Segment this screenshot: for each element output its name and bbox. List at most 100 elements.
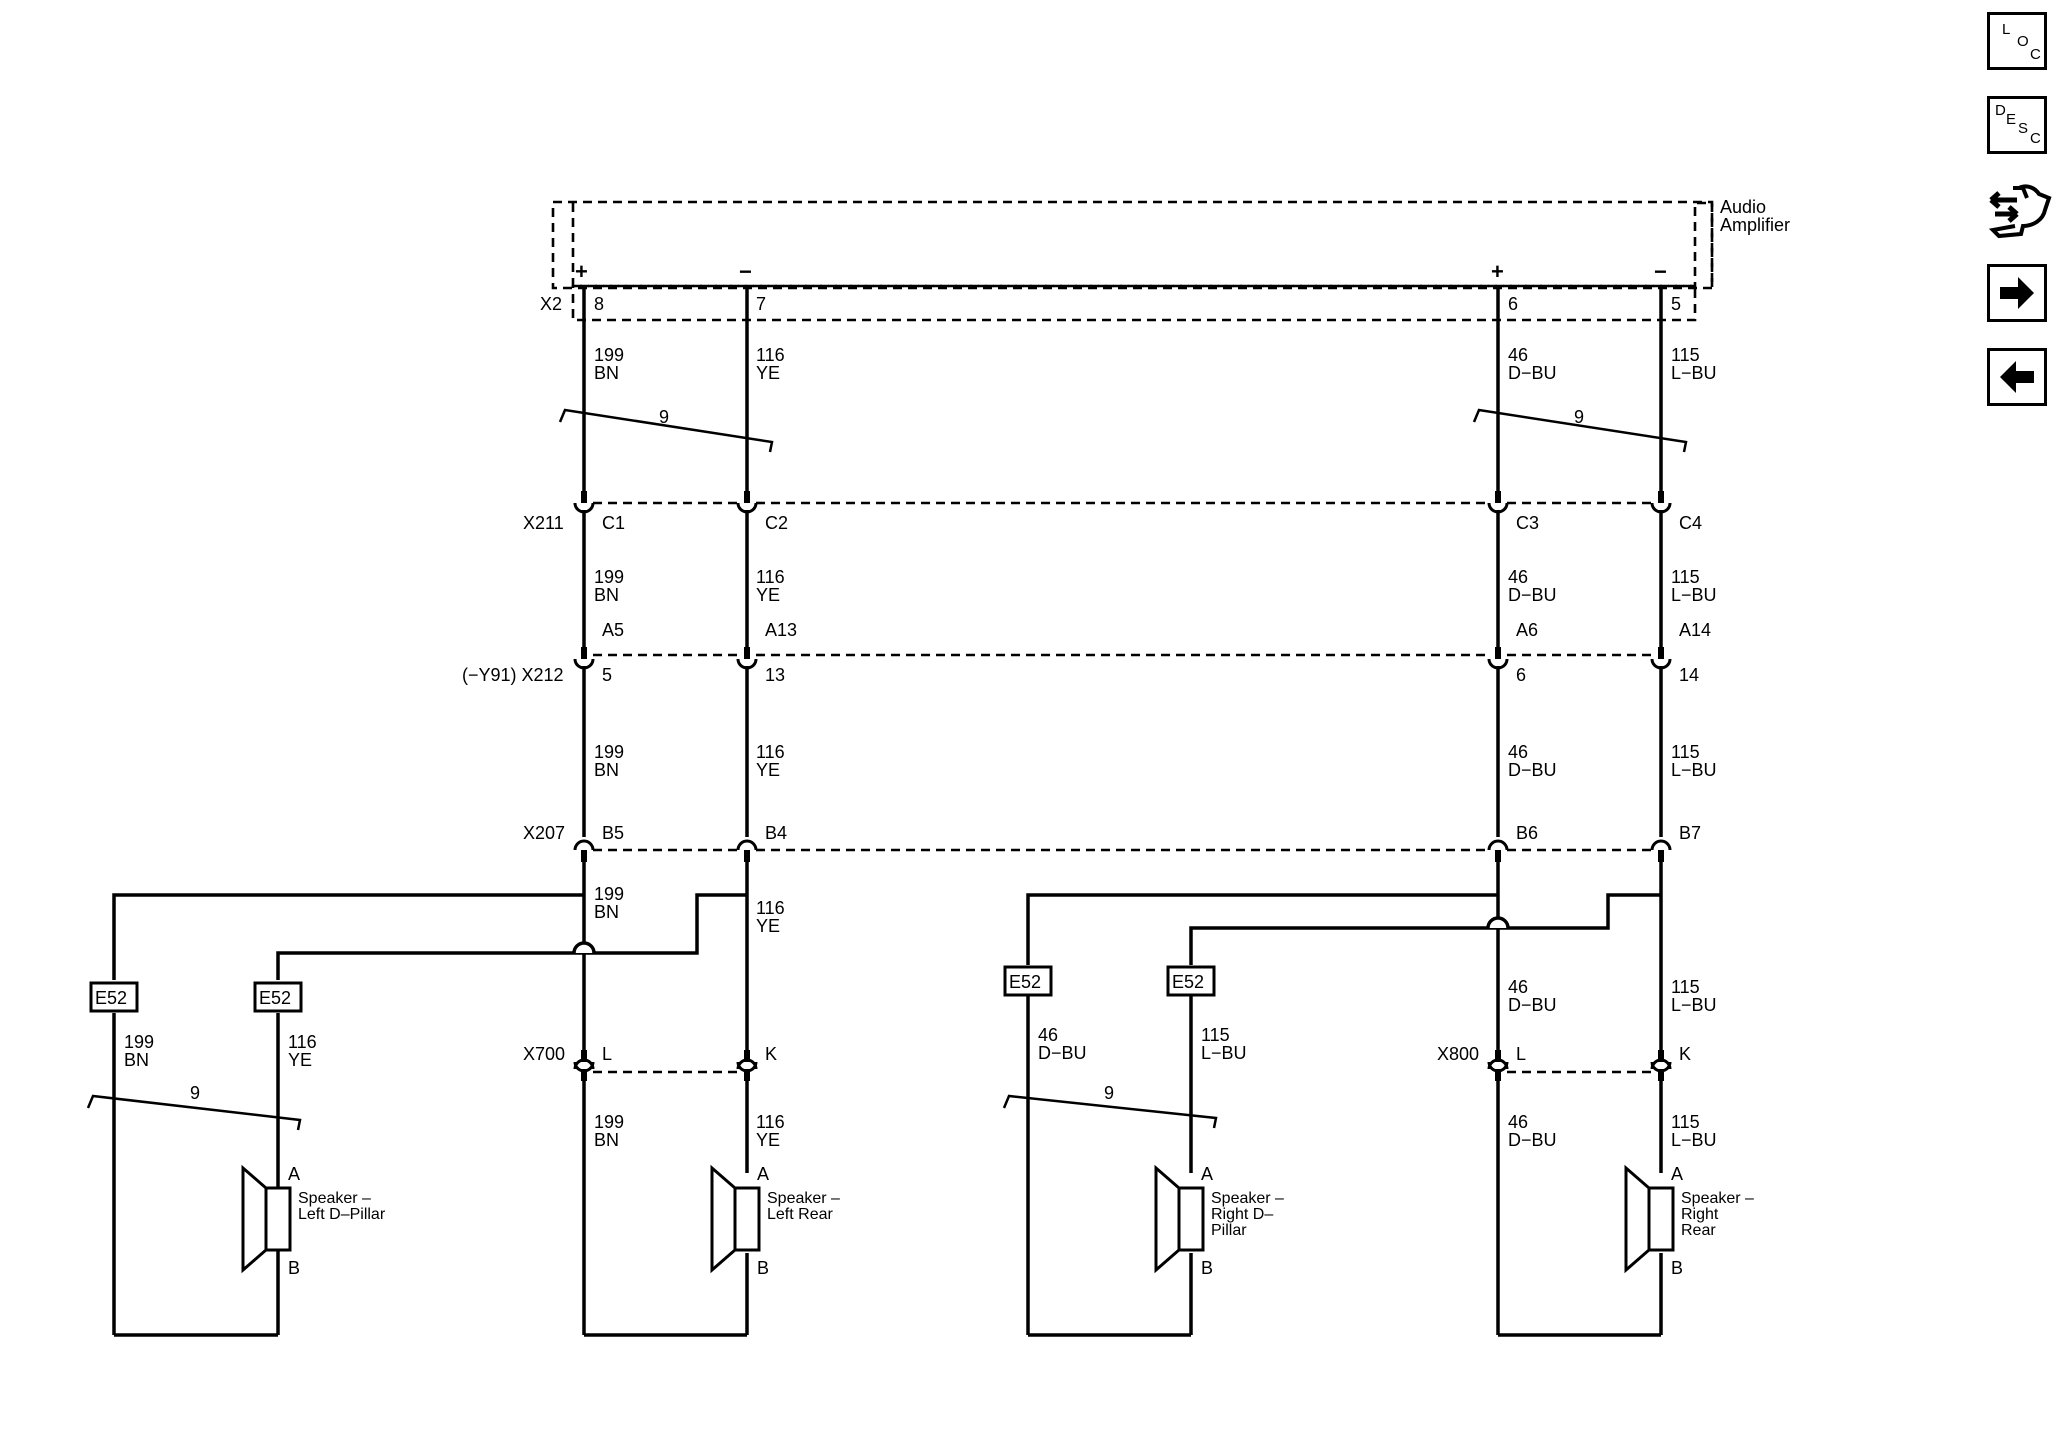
connector-x207: X207 B5 B4 B6 B7 bbox=[523, 823, 1701, 864]
x700-label: X700 bbox=[523, 1044, 565, 1064]
svg-text:K: K bbox=[765, 1044, 777, 1064]
svg-text:115: 115 bbox=[1671, 742, 1700, 762]
svg-text:46: 46 bbox=[1508, 567, 1528, 587]
svg-text:A: A bbox=[1201, 1164, 1213, 1184]
x211-label: X211 bbox=[523, 513, 564, 533]
svg-text:A6: A6 bbox=[1516, 620, 1538, 640]
svg-text:115: 115 bbox=[1671, 345, 1700, 365]
wire-labels-row1: 199 BN 116 YE 46 D−BU 115 L−BU bbox=[594, 345, 1717, 383]
svg-text:46: 46 bbox=[1508, 742, 1528, 762]
ground-tag-e52-4: E52 bbox=[1166, 965, 1216, 997]
svg-text:B: B bbox=[1201, 1258, 1213, 1278]
svg-text:14: 14 bbox=[1679, 665, 1699, 685]
connector-x211: X211 C1 C2 C3 C4 bbox=[523, 489, 1702, 533]
desc-letter-3: S bbox=[2018, 120, 2029, 137]
twist-label: 9 bbox=[659, 407, 669, 427]
polarity-minus-1: − bbox=[739, 259, 752, 284]
svg-text:A: A bbox=[757, 1164, 769, 1184]
svg-text:YE: YE bbox=[756, 760, 780, 780]
svg-text:A13: A13 bbox=[765, 620, 797, 640]
svg-text:116: 116 bbox=[756, 567, 785, 587]
polarity-plus-1: + bbox=[575, 259, 588, 284]
previous-arrow-icon bbox=[2000, 361, 2034, 393]
svg-text:46: 46 bbox=[1508, 977, 1528, 997]
wire-labels-row3: 199 BN 116 YE 46 D−BU 115 L−BU bbox=[594, 742, 1717, 780]
speaker-left-rear: A B Speaker – Left Rear bbox=[710, 1164, 840, 1278]
next-arrow-icon bbox=[2000, 277, 2034, 309]
description-button[interactable]: D E S C bbox=[1987, 96, 2047, 154]
svg-text:A: A bbox=[1671, 1164, 1683, 1184]
twisted-pair-left-dpillar: 9 bbox=[86, 1083, 302, 1131]
svg-text:Left D–Pillar: Left D–Pillar bbox=[298, 1206, 386, 1223]
svg-text:L−BU: L−BU bbox=[1671, 760, 1717, 780]
svg-text:199: 199 bbox=[594, 1112, 624, 1132]
svg-text:L−BU: L−BU bbox=[1201, 1043, 1247, 1063]
svg-text:46: 46 bbox=[1508, 345, 1528, 365]
svg-text:115: 115 bbox=[1201, 1025, 1230, 1045]
svg-text:L−BU: L−BU bbox=[1671, 585, 1717, 605]
left-branch-wires bbox=[112, 862, 749, 1337]
svg-text:BN: BN bbox=[594, 363, 619, 383]
module-name-line1: Audio bbox=[1720, 197, 1766, 217]
speaker-left-dpillar: A B Speaker – Left D–Pillar bbox=[241, 1164, 386, 1278]
svg-text:L: L bbox=[602, 1044, 612, 1064]
svg-text:115: 115 bbox=[1671, 1112, 1700, 1132]
desc-letter-2: E bbox=[2006, 111, 2017, 128]
svg-text:BN: BN bbox=[594, 1130, 619, 1150]
trunk-wires bbox=[582, 286, 1663, 837]
right-branch-wires bbox=[1026, 862, 1663, 1337]
svg-text:46: 46 bbox=[1038, 1025, 1058, 1045]
twisted-pair-right-dpillar: 9 bbox=[1002, 1083, 1218, 1129]
svg-text:115: 115 bbox=[1671, 977, 1700, 997]
svg-text:BN: BN bbox=[594, 902, 619, 922]
svg-text:E52: E52 bbox=[259, 988, 291, 1008]
connector-x212: A5 A13 A6 A14 (−Y91) X212 5 13 6 14 bbox=[462, 620, 1711, 685]
x212-label: (−Y91) X212 bbox=[462, 665, 564, 685]
svg-text:B: B bbox=[757, 1258, 769, 1278]
desc-letter-1: D bbox=[1995, 102, 2006, 119]
connector-x700: X700 L K bbox=[523, 1044, 777, 1083]
svg-text:D−BU: D−BU bbox=[1508, 760, 1557, 780]
svg-text:A: A bbox=[288, 1164, 300, 1184]
svg-text:C4: C4 bbox=[1679, 513, 1702, 533]
svg-text:Pillar: Pillar bbox=[1211, 1222, 1247, 1239]
svg-text:199: 199 bbox=[594, 742, 624, 762]
svg-text:D−BU: D−BU bbox=[1508, 585, 1557, 605]
polarity-minus-2: − bbox=[1654, 259, 1667, 284]
schematic-icon[interactable] bbox=[1987, 180, 2053, 242]
x800-label: X800 bbox=[1437, 1044, 1479, 1064]
svg-text:D−BU: D−BU bbox=[1508, 1130, 1557, 1150]
right-branch-labels: 46 D−BU 115 L−BU 46 D−BU 115 L−BU 46 D−B… bbox=[1038, 977, 1717, 1150]
desc-letter-4: C bbox=[2030, 130, 2041, 147]
svg-text:L−BU: L−BU bbox=[1671, 1130, 1717, 1150]
wire-labels-row2: 199 BN 116 YE 46 D−BU 115 L−BU bbox=[594, 567, 1717, 605]
svg-text:B: B bbox=[288, 1258, 300, 1278]
ground-tag-e52-2: E52 bbox=[253, 981, 303, 1013]
svg-text:L: L bbox=[1516, 1044, 1526, 1064]
x2-pin-6: 6 bbox=[1508, 294, 1518, 314]
twisted-pair-left-top: 9 bbox=[558, 407, 774, 453]
svg-text:116: 116 bbox=[756, 345, 785, 365]
svg-text:5: 5 bbox=[602, 665, 612, 685]
svg-text:13: 13 bbox=[765, 665, 785, 685]
next-page-button[interactable] bbox=[1987, 264, 2047, 322]
loc-letter-1: L bbox=[2002, 21, 2011, 38]
svg-text:115: 115 bbox=[1671, 567, 1700, 587]
svg-text:A14: A14 bbox=[1679, 620, 1711, 640]
svg-text:D−BU: D−BU bbox=[1038, 1043, 1087, 1063]
svg-text:Right: Right bbox=[1681, 1206, 1719, 1223]
svg-text:C2: C2 bbox=[765, 513, 788, 533]
svg-text:B4: B4 bbox=[765, 823, 787, 843]
svg-text:L−BU: L−BU bbox=[1671, 995, 1717, 1015]
svg-text:Right D–: Right D– bbox=[1211, 1206, 1273, 1223]
left-branch-labels: 199 BN 116 YE 199 BN 116 YE 199 BN 116 Y… bbox=[124, 884, 785, 1150]
previous-page-button[interactable] bbox=[1987, 348, 2047, 406]
svg-text:D−BU: D−BU bbox=[1508, 363, 1557, 383]
svg-text:116: 116 bbox=[288, 1032, 317, 1052]
audio-amplifier-module: Audio Amplifier X2 + − + − 8 7 6 5 bbox=[540, 197, 1790, 322]
svg-text:BN: BN bbox=[594, 585, 619, 605]
svg-text:B: B bbox=[1671, 1258, 1683, 1278]
svg-text:Speaker –: Speaker – bbox=[1681, 1190, 1754, 1207]
svg-text:Left Rear: Left Rear bbox=[767, 1206, 833, 1223]
location-button[interactable]: L O C bbox=[1987, 12, 2047, 70]
